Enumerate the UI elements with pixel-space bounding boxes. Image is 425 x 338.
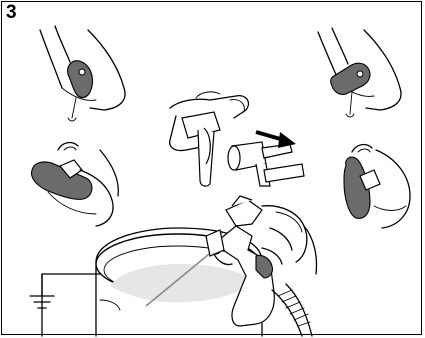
right-tip-guard-detail [344, 145, 410, 228]
direction-arrow-icon [278, 132, 296, 148]
left-tip-guard-detail [32, 143, 119, 226]
trigger-lock-rotated-icon [331, 63, 370, 94]
top-right-lock-detail [318, 28, 401, 117]
center-guard-removal-detail [170, 92, 304, 186]
trigger-lock-icon [68, 61, 93, 98]
grounded-pail-scene [30, 196, 317, 336]
top-left-lock-detail [40, 26, 125, 121]
